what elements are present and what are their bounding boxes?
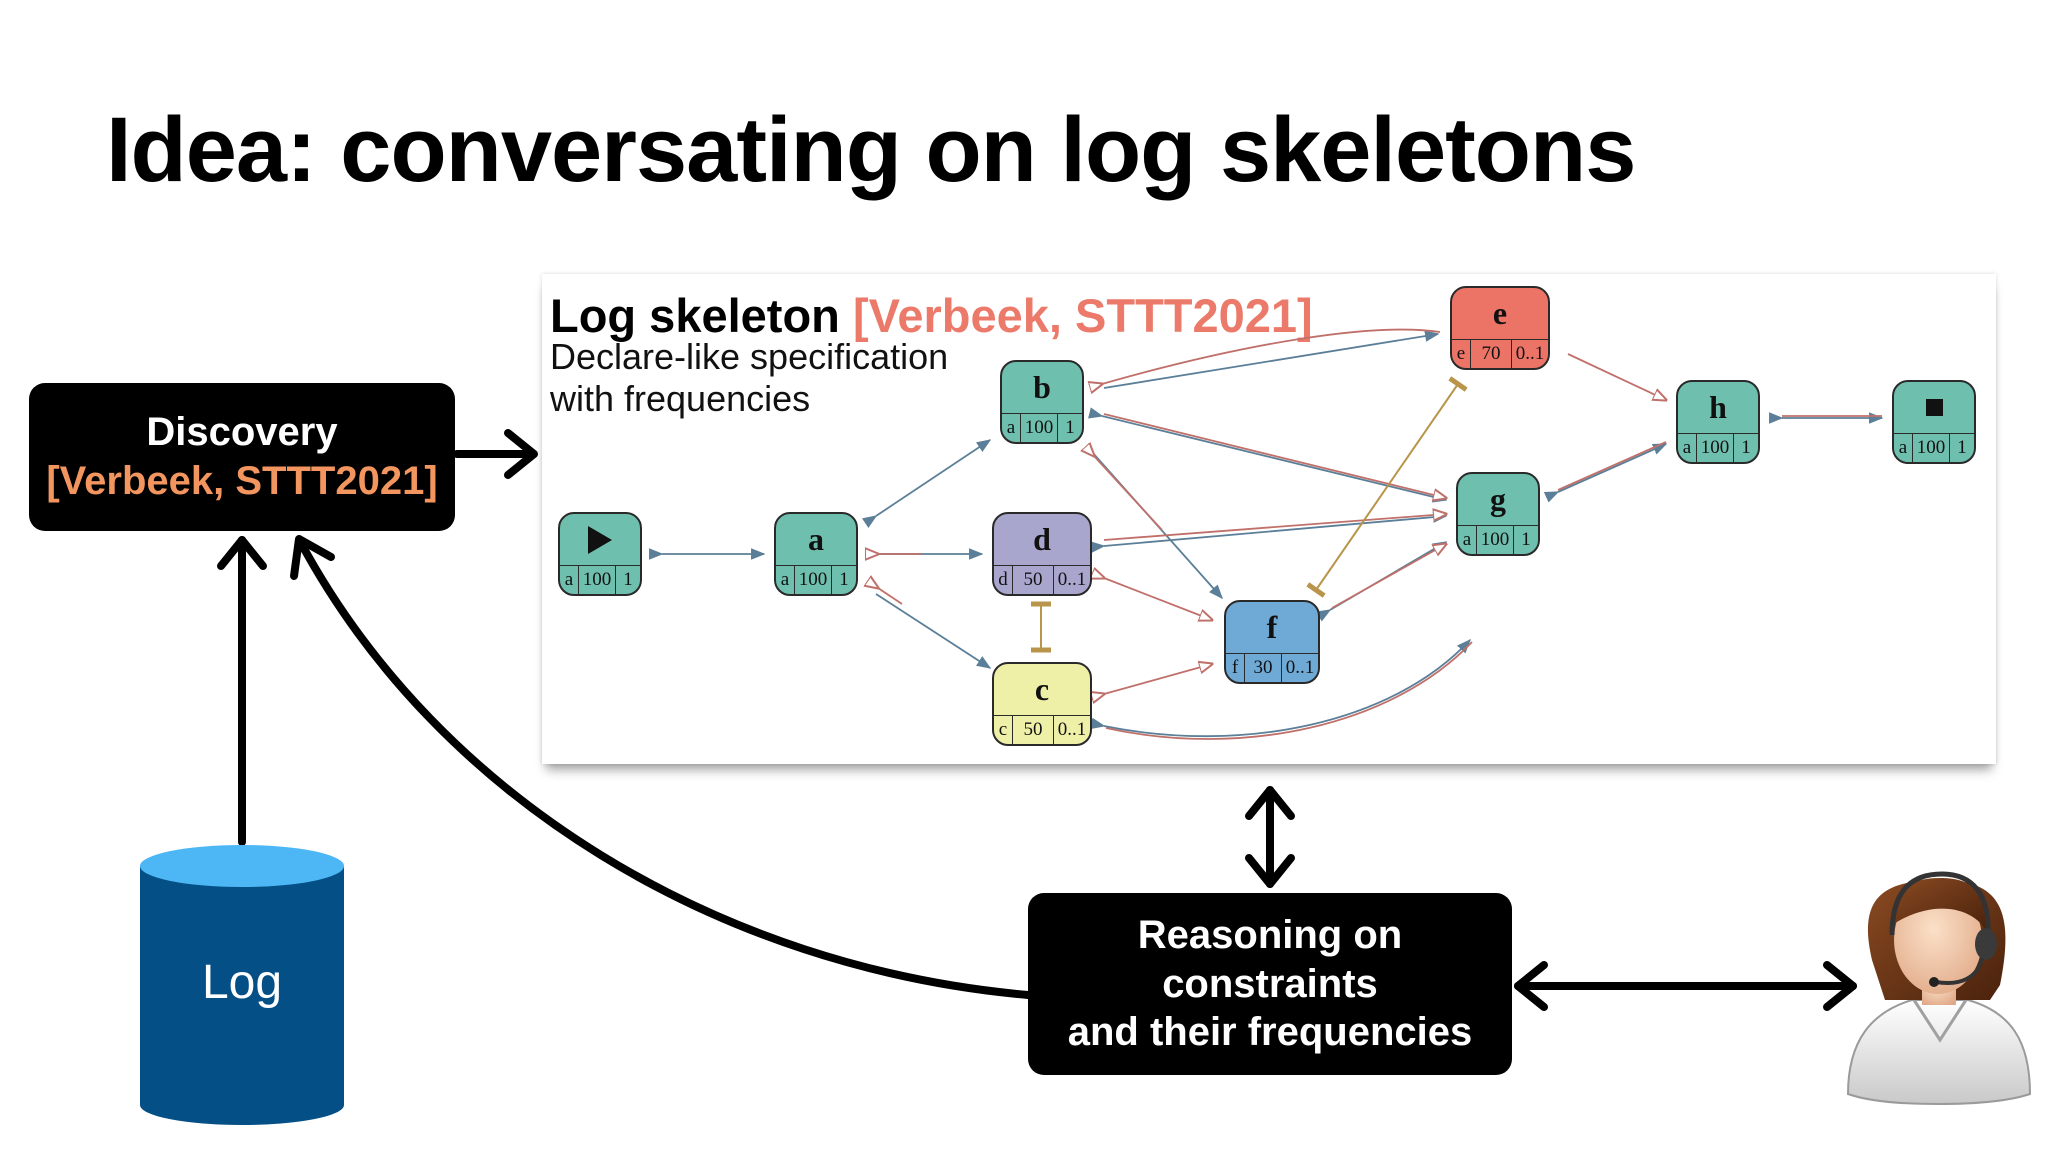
- edge-c-g: [1090, 638, 1471, 738]
- user-shirt: [1846, 999, 2032, 1106]
- log-cylinder-body: [140, 866, 344, 1125]
- node-e-label: e: [1492, 295, 1508, 331]
- play-icon: [588, 525, 612, 554]
- skeleton-reasoning-arrowhead-down: [1245, 854, 1295, 888]
- edge-g-h-red: [1557, 441, 1667, 491]
- headset-mic: [1935, 957, 1984, 985]
- skeleton-subtitle-line-1: Declare-like specification: [550, 336, 949, 377]
- reasoning-to-discovery-arrow: [297, 539, 1032, 999]
- node-d-label: d: [1033, 521, 1051, 557]
- reasoning-line-2: constraints: [1162, 961, 1378, 1006]
- skeleton-subtitle-line-2: with frequencies: [550, 377, 811, 419]
- edge-f-e-gold: [1306, 376, 1468, 598]
- discovery-to-skeleton-arrowhead: [504, 429, 538, 479]
- discovery-citation: [Verbeek, STTT2021]: [46, 459, 438, 503]
- user-hair-fringe: [1891, 878, 1987, 930]
- skeleton-reasoning-arrowhead-up: [1245, 786, 1295, 820]
- edge-c-f-red: [1104, 664, 1212, 694]
- log-label: Log: [201, 956, 283, 1009]
- node-f-label: f: [1266, 609, 1278, 645]
- edge-d-g-red: [1103, 514, 1446, 541]
- edge-g-h: [1543, 443, 1668, 503]
- skeleton-edges: [649, 328, 1884, 740]
- edge-b-g-red: [1103, 413, 1446, 498]
- reasoning-user-arrowhead-left: [1514, 961, 1548, 1011]
- edge-a-c: [875, 593, 992, 669]
- reasoning-line-3: and their frequencies: [1067, 1010, 1473, 1055]
- slide-title: Idea: conversating on log skeletons: [106, 99, 1636, 201]
- edge-b-f-red: [1094, 456, 1163, 531]
- stop-icon: [1925, 399, 1943, 416]
- edge-b-e-red: [1102, 328, 1441, 384]
- user-collar: [1912, 999, 1968, 1043]
- node-c-label: c: [1034, 671, 1050, 707]
- log-to-discovery-arrowhead: [217, 536, 267, 570]
- headset-mic-tip: [1929, 977, 1939, 987]
- log-cylinder-top: [140, 845, 344, 887]
- reasoning-to-discovery-arrowhead: [290, 535, 335, 580]
- discovery-box: Discovery [Verbeek, STTT2021]: [29, 383, 455, 531]
- node-b-label: b: [1033, 369, 1051, 405]
- edge-e-h-red: [1567, 353, 1666, 400]
- edge-d-g: [1090, 511, 1448, 553]
- edge-d-f-red: [1104, 578, 1212, 620]
- edge-b-e: [1102, 330, 1438, 386]
- edge-a-c-red: [878, 588, 903, 605]
- skeleton-title-text: Log skeleton: [550, 289, 840, 342]
- skeleton-citation: [Verbeek, STTT2021]: [852, 289, 1313, 342]
- edge-a-b: [862, 439, 992, 528]
- edge-c-g-red: [1105, 641, 1473, 740]
- node-a-label: a: [808, 521, 824, 557]
- edge-b-e-line: [1103, 330, 1440, 389]
- node-g-label: g: [1490, 481, 1506, 517]
- skeleton-title: Log skeleton [Verbeek, STTT2021]: [550, 288, 1313, 343]
- headset-ear-cup: [1975, 928, 1997, 960]
- edge-b-g: [1088, 407, 1448, 503]
- log-skeleton-panel: Log skeleton [Verbeek, STTT2021] Declare…: [542, 274, 1996, 764]
- reasoning-line-1: Reasoning on: [1137, 912, 1403, 957]
- reasoning-user-arrowhead-right: [1823, 961, 1857, 1011]
- edge-f-g-red: [1331, 544, 1446, 609]
- reasoning-box: Reasoning on constraints and their frequ…: [1028, 893, 1512, 1075]
- discovery-label: Discovery: [146, 410, 338, 455]
- node-h-label: h: [1709, 389, 1727, 425]
- headset-band: [1889, 871, 1991, 936]
- skeleton-subtitle: Declare-like specification with frequenc…: [550, 336, 948, 420]
